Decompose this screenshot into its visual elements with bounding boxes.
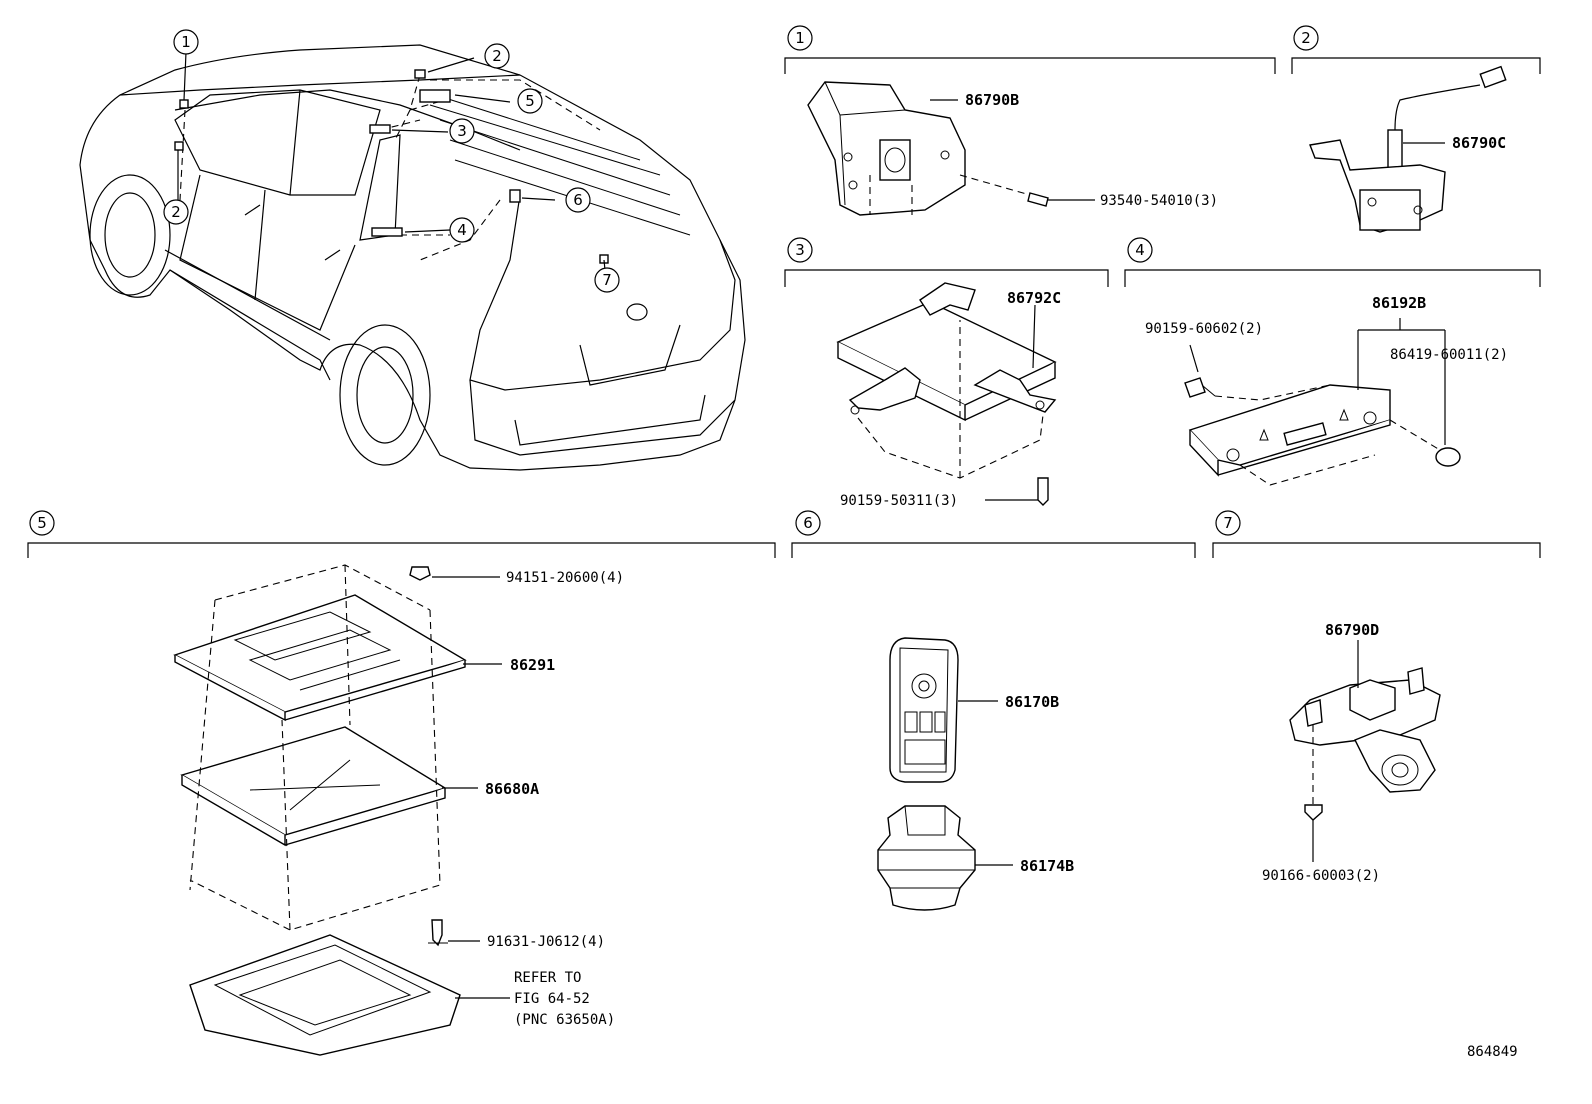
label-86790D: 86790D	[1325, 621, 1379, 639]
section-6-circle: 6	[795, 510, 821, 536]
vehicle-callout-8-number: 7	[602, 271, 612, 289]
label-86792C: 86792C	[1007, 289, 1061, 307]
vehicle-callout-1: 1	[173, 29, 199, 55]
section-4-circle-ring	[1127, 237, 1153, 263]
section-6-drawing	[877, 637, 1013, 911]
section-4-drawing	[1184, 318, 1461, 486]
label-86419-60011: 86419-60011(2)	[1390, 347, 1508, 363]
label-94151-20600: 94151-20600(4)	[506, 570, 624, 586]
vehicle-callout-1-ring	[173, 29, 199, 55]
section-7-drawing	[1289, 640, 1441, 862]
label-93540-54010: 93540-54010(3)	[1100, 193, 1218, 209]
section-5-circle-ring	[29, 510, 55, 536]
section-7-circle: 7	[1215, 510, 1241, 536]
section-7-circle-ring	[1215, 510, 1241, 536]
section-3-drawing	[836, 282, 1057, 506]
vehicle-callout-7: 2	[163, 199, 189, 225]
section-2-circle-ring	[1293, 25, 1319, 51]
label-86170B: 86170B	[1005, 693, 1059, 711]
vehicle-callout-5-number: 6	[573, 191, 583, 209]
vehicle-callouts: 1 2 5 3 6 4 2 7	[163, 29, 620, 293]
vehicle-callout-2-ring	[484, 43, 510, 69]
vehicle-callout-3-number: 5	[525, 92, 535, 110]
label-86680A: 86680A	[485, 780, 539, 798]
label-90159-60602: 90159-60602(2)	[1145, 321, 1263, 337]
vehicle-callout-4-ring	[449, 118, 475, 144]
section-2-drawing	[1309, 65, 1507, 233]
label-90166-60003: 90166-60003(2)	[1262, 868, 1380, 884]
vehicle-callout-6: 4	[449, 217, 475, 243]
vehicle-callout-7-ring	[163, 199, 189, 225]
vehicle-callout-1-number: 1	[181, 33, 191, 51]
section-number-circles: 1 2 3 4 5 6 7	[29, 25, 1319, 536]
vehicle-callout-4: 3	[449, 118, 475, 144]
vehicle-callout-3: 5	[517, 88, 543, 114]
vehicle-callout-7-number: 2	[171, 203, 181, 221]
section-4-circle: 4	[1127, 237, 1153, 263]
vehicle-callout-2: 2	[484, 43, 510, 69]
section-brackets	[27, 57, 1541, 558]
section-6-circle-ring	[795, 510, 821, 536]
section-2-circle: 2	[1293, 25, 1319, 51]
part-labels: 86790B 93540-54010(3) 86790C 86792C 9015…	[485, 91, 1518, 1060]
label-86790B: 86790B	[965, 91, 1019, 109]
label-refer-pnc: (PNC 63650A)	[514, 1012, 615, 1028]
label-90159-50311: 90159-50311(3)	[840, 493, 958, 509]
section-3-circle-ring	[787, 237, 813, 263]
section-1-circle-ring	[787, 25, 813, 51]
vehicle-callout-5-ring	[565, 187, 591, 213]
vehicle-callout-5: 6	[565, 187, 591, 213]
label-91631-J0612: 91631-J0612(4)	[487, 934, 605, 950]
section-1-circle-number: 1	[795, 29, 805, 47]
label-86192B: 86192B	[1372, 294, 1426, 312]
section-1-drawing	[807, 81, 1095, 216]
vehicle-callout-8: 7	[594, 267, 620, 293]
section-3-circle-number: 3	[795, 241, 805, 259]
label-refer-to: REFER TO	[514, 970, 581, 986]
vehicle-callout-6-number: 4	[457, 221, 467, 239]
section-2-circle-number: 2	[1301, 29, 1311, 47]
section-5-drawing	[173, 564, 510, 1056]
label-refer-fig: FIG 64-52	[514, 991, 590, 1007]
vehicle-callout-8-ring	[594, 267, 620, 293]
section-7-circle-number: 7	[1223, 514, 1233, 532]
section-4-circle-number: 4	[1135, 241, 1145, 259]
section-1-circle: 1	[787, 25, 813, 51]
section-3-circle: 3	[787, 237, 813, 263]
diagram-id: 864849	[1467, 1044, 1518, 1060]
vehicle-callout-2-number: 2	[492, 47, 502, 65]
section-5-circle-number: 5	[37, 514, 47, 532]
vehicle-callout-6-ring	[449, 217, 475, 243]
section-5-circle: 5	[29, 510, 55, 536]
vehicle-callout-4-number: 3	[457, 122, 467, 140]
label-86174B: 86174B	[1020, 857, 1074, 875]
vehicle-callout-3-ring	[517, 88, 543, 114]
label-86291: 86291	[510, 656, 555, 674]
vehicle-illustration	[79, 44, 746, 471]
section-6-circle-number: 6	[803, 514, 813, 532]
label-86790C: 86790C	[1452, 134, 1506, 152]
